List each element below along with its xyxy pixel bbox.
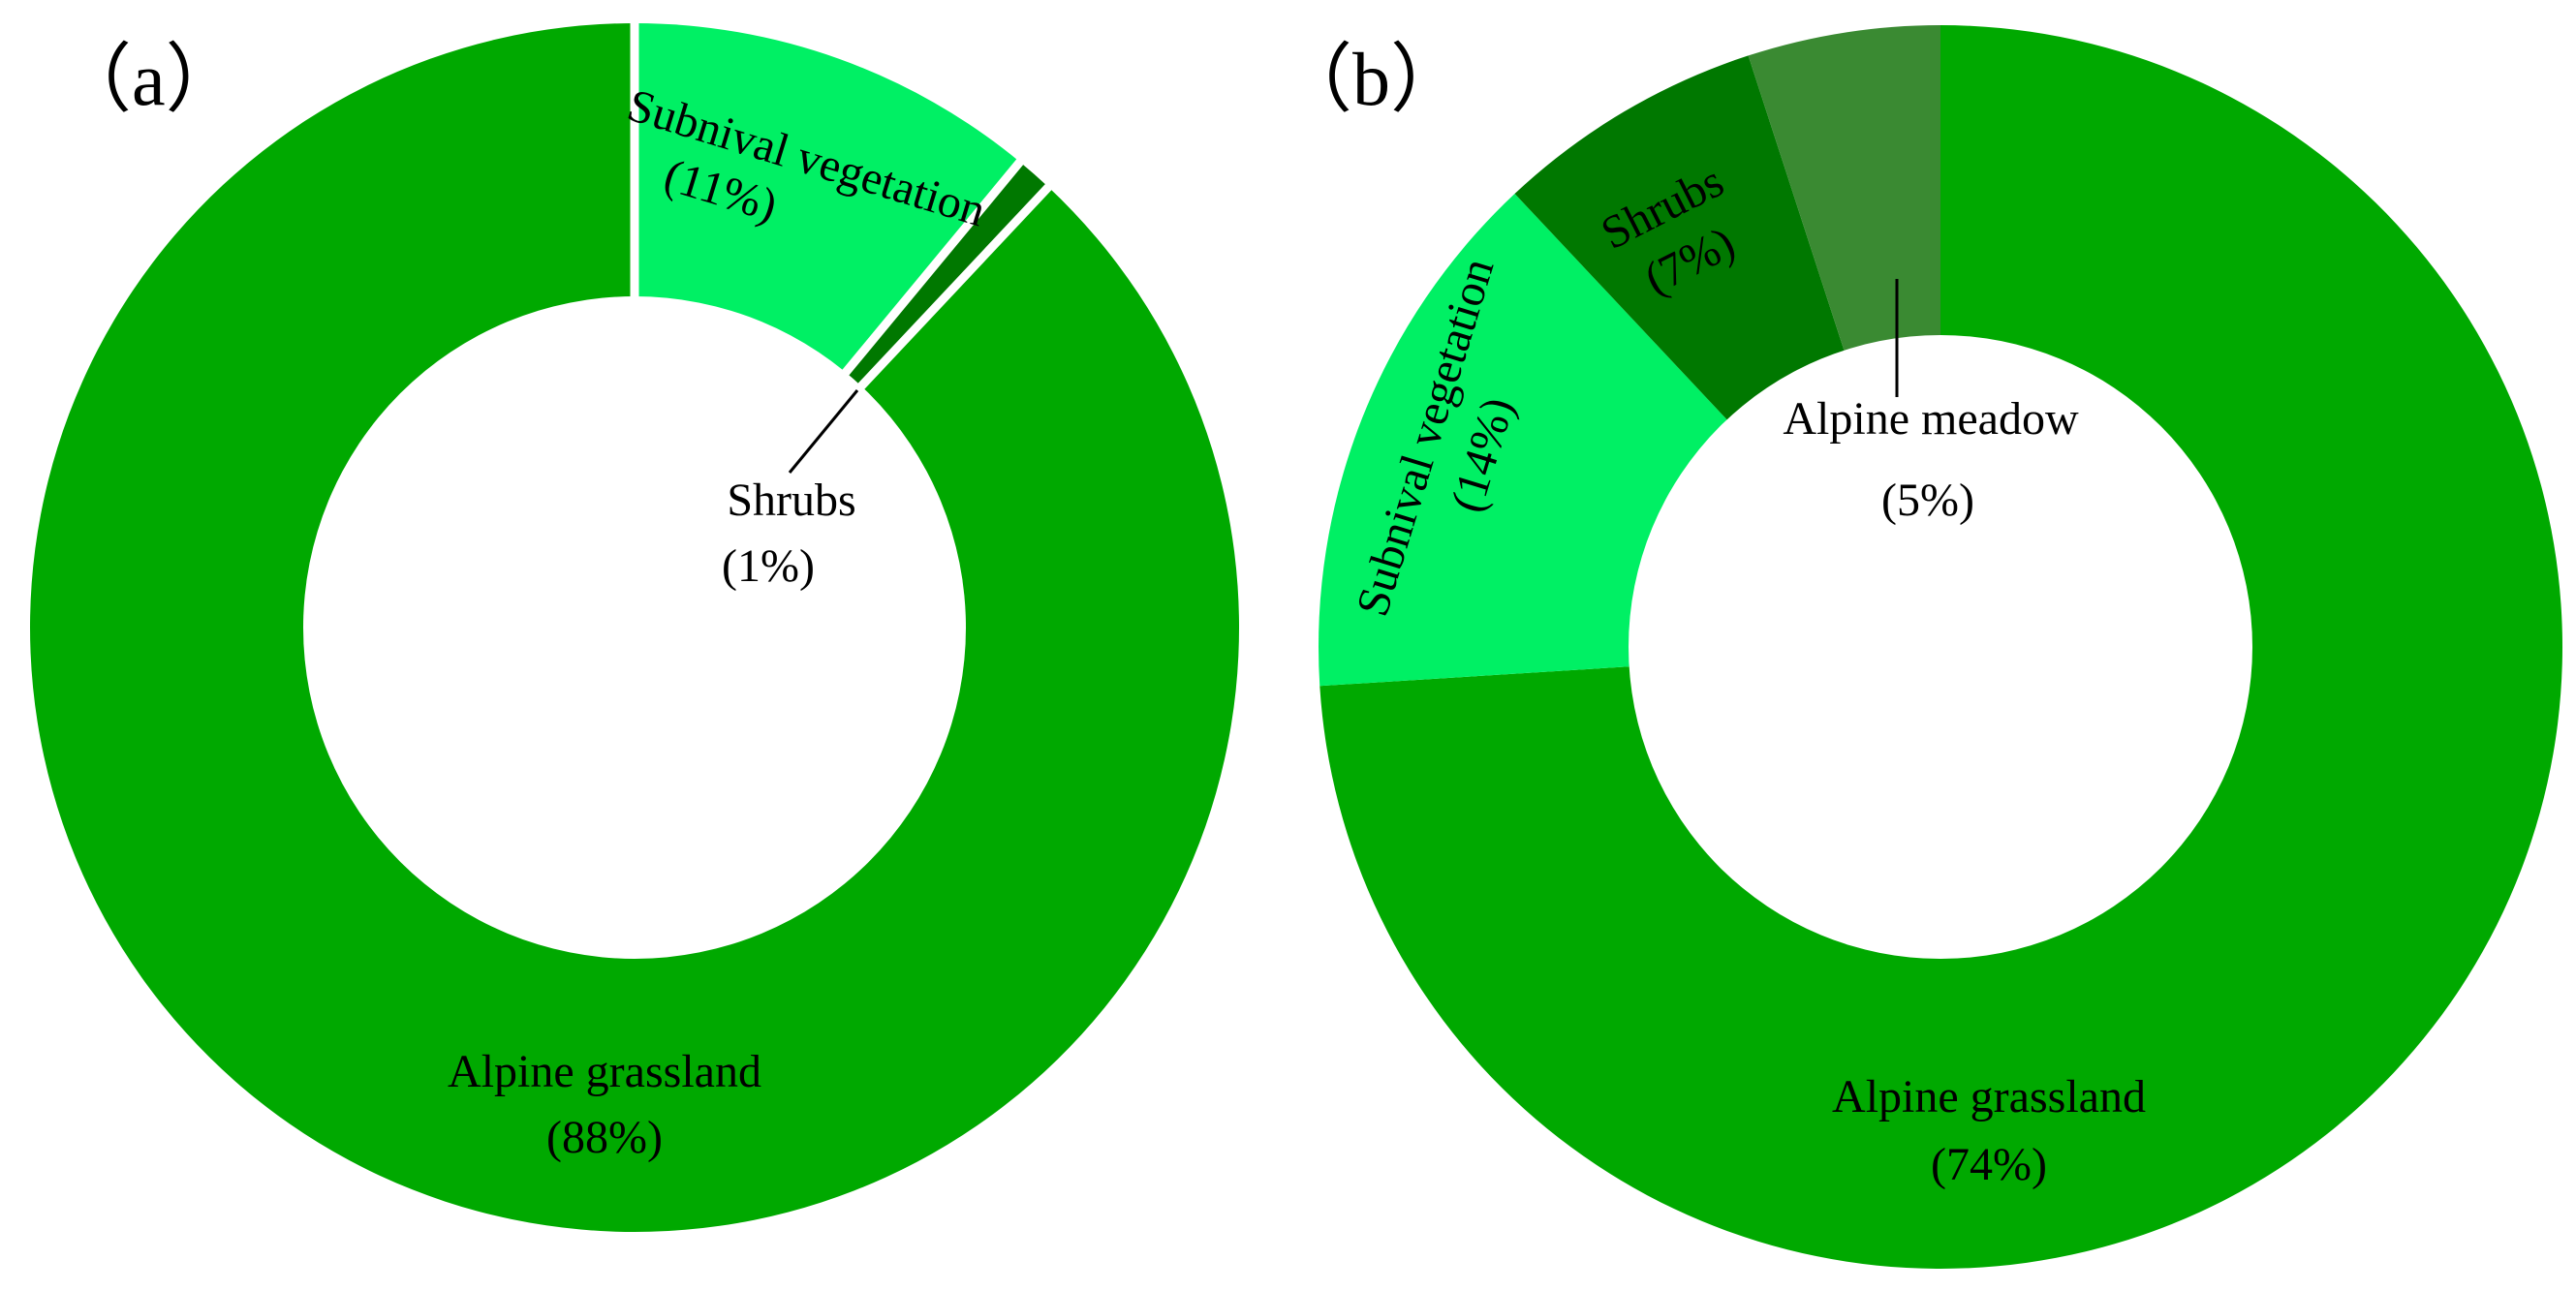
chart-a-label-shrubs-value: (1%): [722, 540, 815, 592]
chart-a-label-grassland-value: (88%): [546, 1112, 663, 1163]
chart-b-label-grassland-name: Alpine grassland: [1832, 1071, 2146, 1122]
chart-b-panel-label: （b）: [1277, 37, 1466, 121]
chart-b: （b） Alpine grassland (74%) Subnival vege…: [1277, 25, 2563, 1269]
chart-b-hole: [1629, 335, 2252, 959]
chart-a-panel-label: （a）: [56, 37, 241, 121]
chart-b-label-meadow-value: (5%): [1881, 475, 1974, 526]
chart-a-label-shrubs-name: Shrubs: [727, 475, 855, 526]
chart-a-label-grassland-name: Alpine grassland: [448, 1046, 761, 1097]
chart-a-shrubs-leader-line: [788, 389, 859, 474]
chart-a: （a） Subnival vegetation (11%) Shrubs (1%…: [30, 21, 1240, 1232]
chart-b-label-meadow-name: Alpine meadow: [1783, 393, 2079, 445]
chart-b-label-grassland-value: (74%): [1931, 1139, 2047, 1190]
chart-a-hole: [303, 296, 966, 959]
